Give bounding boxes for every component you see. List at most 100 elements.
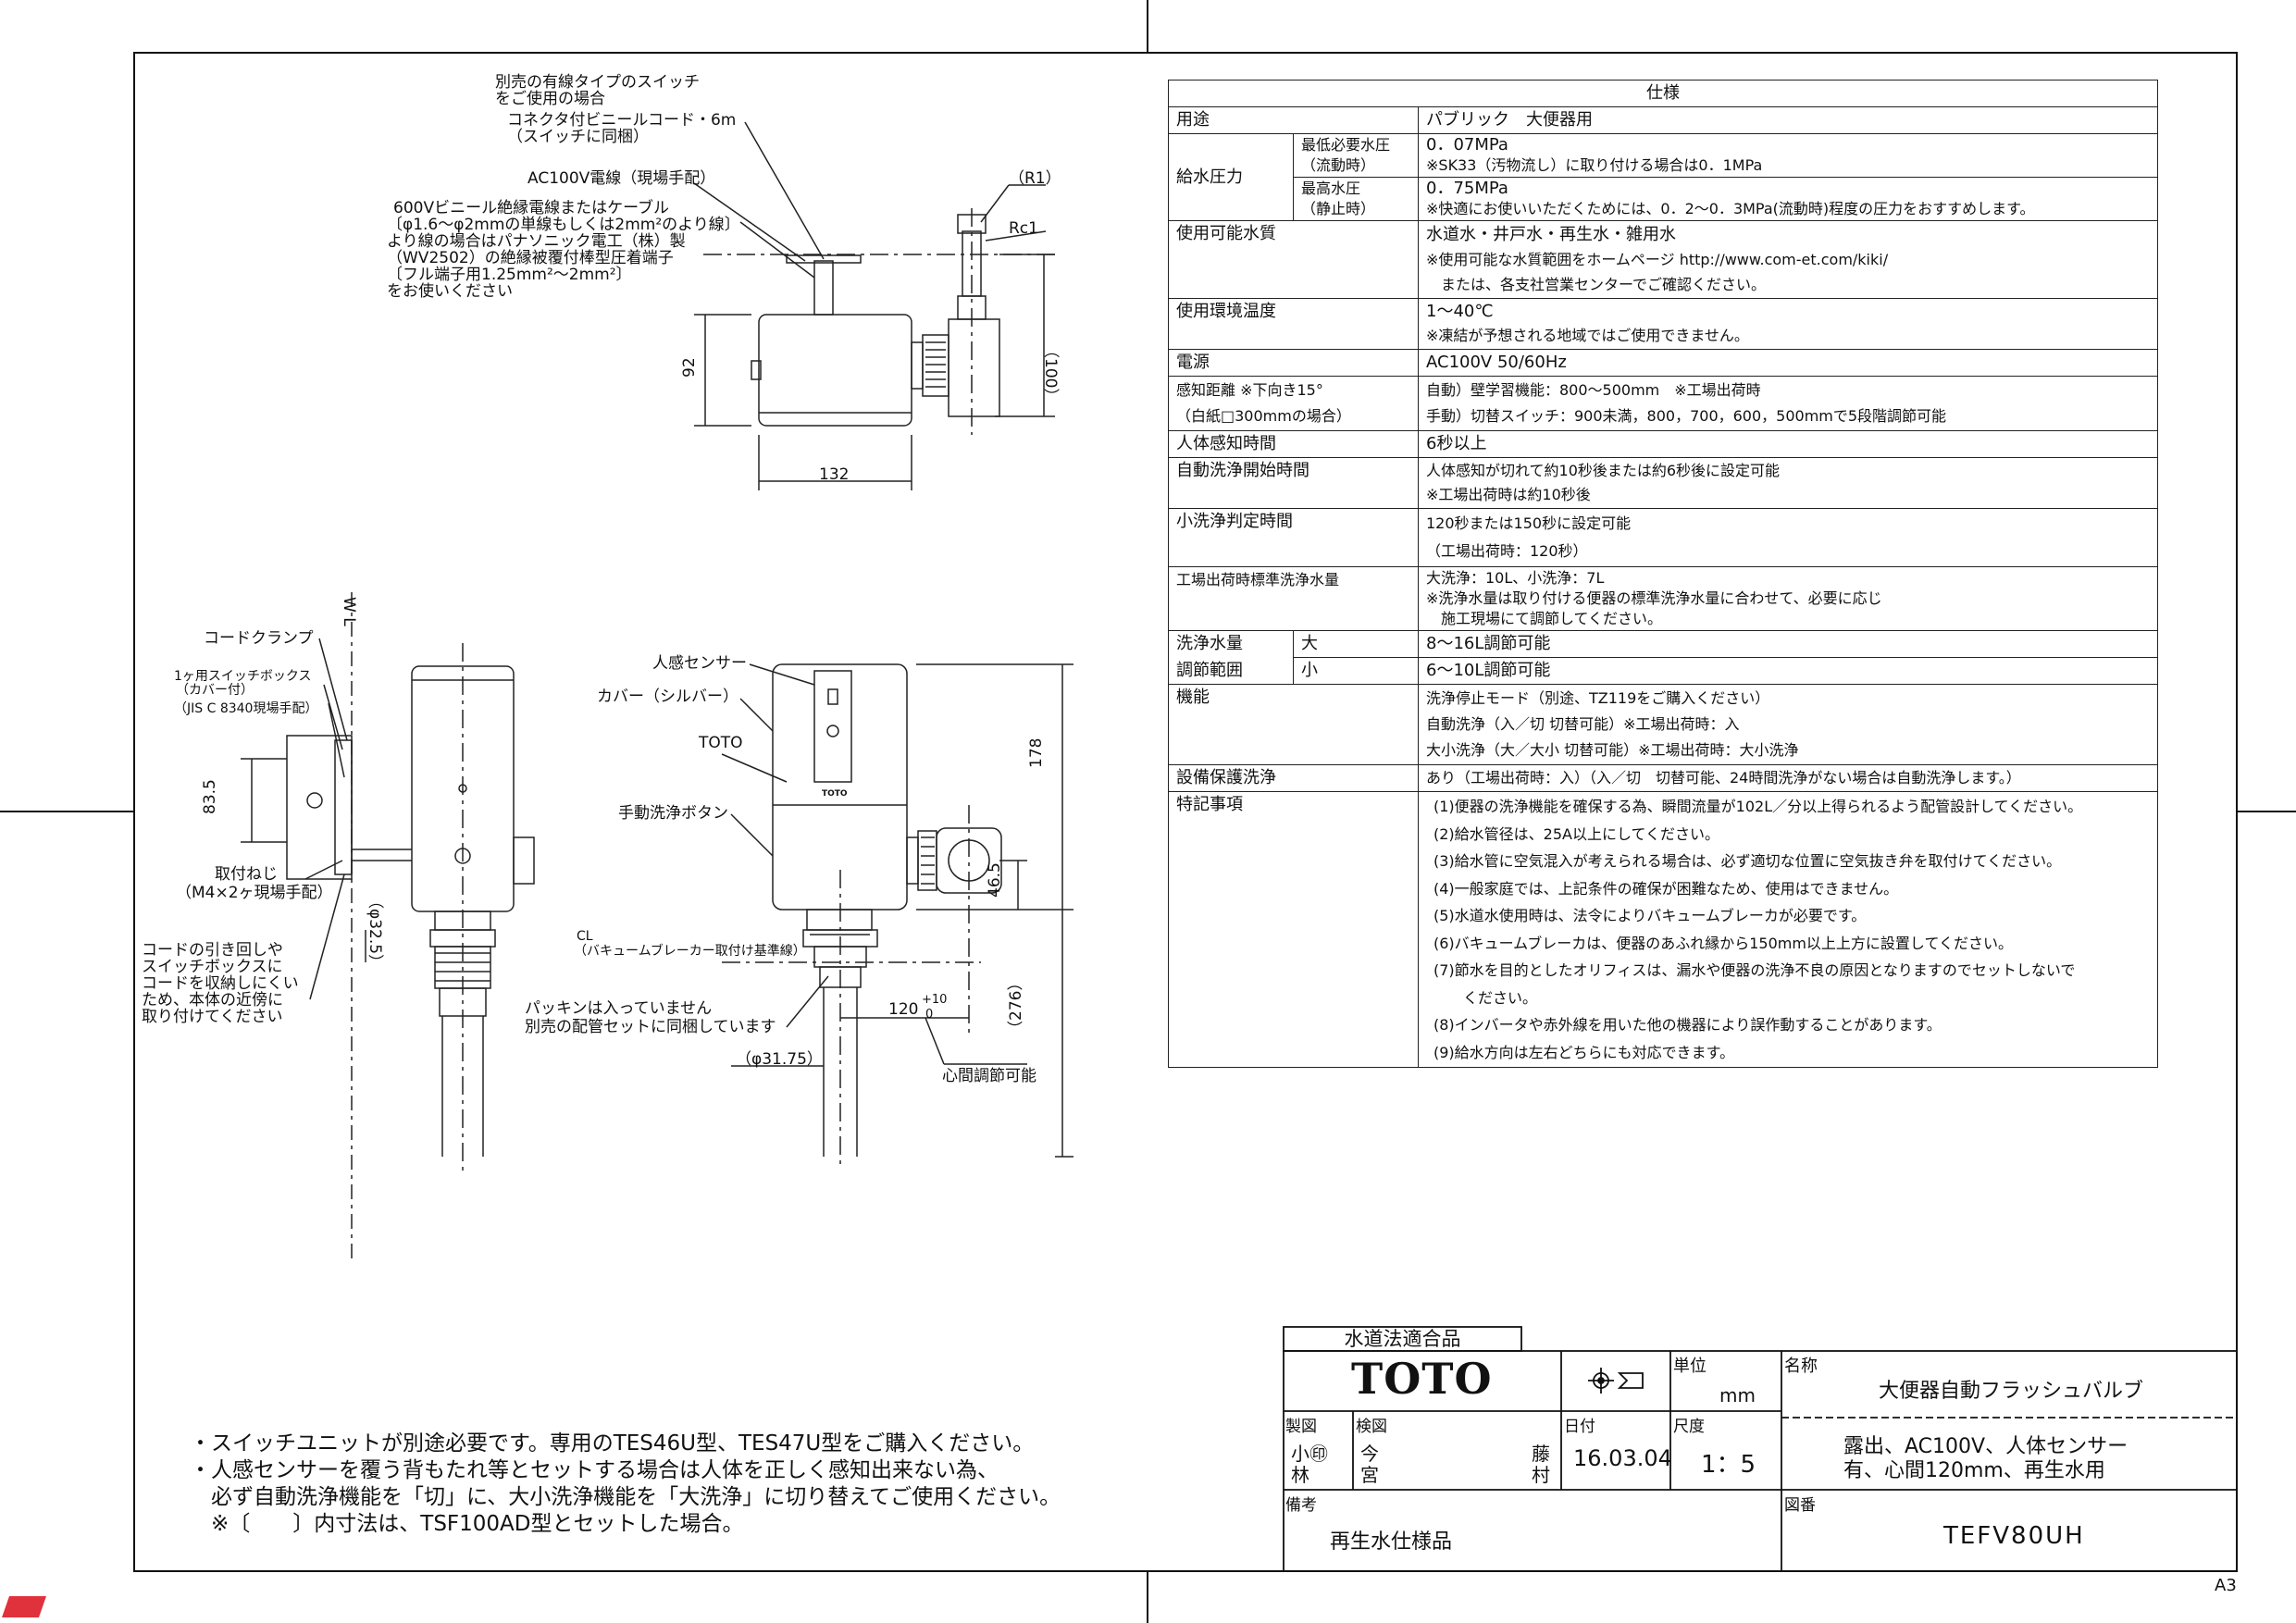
spec-val-small-1: 120秒または150秒に設定可能: [1426, 514, 1632, 532]
spec-val-std-1: 大洗浄：10L、小洗浄：7L: [1426, 569, 1605, 587]
spec-key-pmax-2: （静止時）: [1301, 200, 1376, 217]
bottom-notes: ・スイッチユニットが別途必要です。専用のTES46U型、TES47U型をご購入く…: [190, 1431, 1061, 1538]
packing-note-line-1: パッキンは入っていません: [525, 999, 712, 1018]
bottom-note-4: ※〔 〕内寸法は、TSF100AD型とセットした場合。: [190, 1512, 744, 1536]
spec-val-power: AC100V 50/60Hz: [1418, 349, 2158, 377]
switch-note-line-2: をご使用の場合: [495, 89, 605, 108]
remark-key: 備考: [1285, 1496, 1317, 1515]
spec-note-5: (5)水道水使用時は、法令によりバキュームブレーカが必要です。: [1433, 907, 1867, 924]
spec-key-human: 人体感知時間: [1168, 430, 1419, 458]
spec-val-auto-2: ※工場出荷時は約10秒後: [1426, 486, 1591, 503]
spec-key-pressure: 給水圧力: [1168, 133, 1294, 221]
dim-100: （100）: [1041, 342, 1060, 403]
spec-val-func-3: 大小洗浄（大／大小 切替可能）※工場出荷時：大小洗浄: [1426, 741, 1799, 759]
side-note-line-3: コードを収納しにくい: [142, 974, 299, 993]
dim-120-tol-zero: 0: [925, 1008, 933, 1022]
spec-val-volume-big: 8～16L調節可能: [1418, 630, 2158, 658]
side-note-line-5: 取り付けてください: [142, 1008, 283, 1026]
r1-label: （R1）: [1009, 169, 1061, 188]
spec-val-dist-1: 自動）壁学習機能：800～500mm ※工場出荷時: [1426, 381, 1761, 399]
dim-83-5: 83.5: [201, 779, 219, 814]
cable-note-line-4: （WV2502）の絶縁被覆付棒型圧着端子: [387, 249, 674, 267]
toto-label: TOTO: [698, 734, 743, 752]
cord-note-line-2: （スイッチに同梱）: [507, 128, 649, 146]
check-key: 検図: [1356, 1418, 1387, 1436]
description-line-1: 露出、AC100V、人体センサー: [1843, 1435, 2128, 1458]
dim-46-5: 46.5: [986, 862, 1004, 898]
manual-button-label: 手動洗浄ボタン: [618, 804, 728, 823]
spec-val-protect: あり（工場出荷時：入）（入／切 切替可能、24時間洗浄がない場合は自動洗浄します…: [1418, 764, 2158, 792]
toto-logo: TOTO: [1351, 1354, 1493, 1404]
cord-clamp-label: コードクランプ: [204, 629, 314, 648]
sheet-size-label: A3: [2215, 1576, 2237, 1595]
spec-note-6: (6)バキュームブレーカは、便器のあふれ縁から150mm以上上方に設置してくださ…: [1433, 934, 2013, 952]
front-view-logo: TOTO: [822, 789, 848, 799]
spec-key-auto: 自動洗浄開始時間: [1168, 457, 1419, 509]
side-note-line-1: コードの引き回しや: [142, 941, 283, 960]
spec-key-dist-1: 感知距離 ※下向き15°: [1176, 381, 1323, 399]
bottom-note-3: 必ず自動洗浄機能を「切」に、大小洗浄機能を「大洗浄」に切り替えてご使用ください。: [190, 1485, 1061, 1509]
spec-key-volume-2: 調節範囲: [1168, 657, 1294, 685]
cord-note-line-1: コネクタ付ビニールコード・6m: [507, 111, 736, 130]
drawn-key: 製図: [1285, 1418, 1317, 1436]
remark-value: 再生水仕様品: [1330, 1530, 1453, 1554]
spec-key-small-judge: 小洗浄判定時間: [1168, 508, 1419, 567]
spec-title: 仕様: [1168, 80, 2158, 107]
spec-val-small-2: （工場出荷時：120秒）: [1426, 542, 1588, 560]
spec-key-water: 使用可能水質: [1168, 220, 1419, 299]
check-value-3: 藤: [1532, 1443, 1550, 1465]
date-value: 16.03.04: [1573, 1445, 1672, 1471]
spec-val-human: 6秒以上: [1418, 430, 2158, 458]
side-note-line-4: ため、本体の近傍に: [142, 991, 283, 1010]
date-key: 日付: [1564, 1418, 1595, 1436]
spec-val-func-1: 洗浄停止モード（別途、TZ119をご購入ください）: [1426, 689, 1770, 707]
spec-val-auto-1: 人体感知が切れて約10秒後または約6秒後に設定可能: [1426, 462, 1781, 479]
spec-key-std-volume: 工場出荷時標準洗浄水量: [1168, 566, 1419, 631]
sensor-label: 人感センサー: [652, 654, 747, 673]
spec-val-volume-small: 6～10L調節可能: [1418, 657, 2158, 685]
spec-note-7: (7)節水を目的としたオリフィスは、漏水や便器の洗浄不良の原因となりますのでセッ…: [1433, 961, 2076, 979]
top-view-drawing: [693, 121, 1055, 490]
center-adjust-label: 心間調節可能: [942, 1067, 1036, 1085]
dim-120: 120: [888, 1000, 918, 1019]
packing-note-line-2: 別売の配管セットに同梱しています: [525, 1018, 776, 1036]
dim-92: 92: [680, 357, 699, 378]
dim-120-tol-plus: +10: [922, 993, 947, 1007]
spec-key-pmin-2: （流動時）: [1301, 156, 1376, 174]
switch-note-line-1: 別売の有線タイプのスイッチ: [495, 73, 700, 92]
drawn-value-2: 林: [1291, 1464, 1309, 1486]
spec-key-dist-2: （白紙□300mmの場合）: [1176, 407, 1351, 425]
spec-val-func-2: 自動洗浄（入／切 切替可能）※工場出荷時：入: [1426, 715, 1740, 733]
dim-276: （276）: [1007, 975, 1025, 1036]
dim-132: 132: [819, 465, 849, 484]
spec-note-4: (4)一般家庭では、上記条件の確保が困難なため、使用はできません。: [1433, 879, 1899, 898]
top-view-labels: 別売の有線タイプのスイッチ をご使用の場合 コネクタ付ビニールコード・6m （ス…: [387, 73, 1061, 484]
drawn-value-1: 小㊞: [1291, 1443, 1328, 1465]
switch-box-line-3: （JIS C 8340現場手配）: [174, 701, 317, 716]
spec-val-pmin-2: ※SK33（汚物流し）に取り付ける場合は0．1MPa: [1426, 156, 1763, 174]
dim-178: 178: [1027, 738, 1046, 768]
spec-key-notes: 特記事項: [1168, 791, 1419, 1068]
spec-val-water-2: ※使用可能な水質範囲をホームページ http://www.com-et.com/…: [1426, 251, 1889, 268]
bottom-note-2: ・人感センサーを覆う背もたれ等とセットする場合は人体を正しく感知出来ない為、: [190, 1458, 999, 1482]
spec-key-pmax-1: 最高水圧: [1301, 180, 1361, 197]
spec-key-pmin-1: 最低必要水圧: [1301, 136, 1391, 154]
cable-note-line-3: より線の場合はパナソニック電工（株）製: [387, 232, 686, 251]
check-value-4: 村: [1532, 1464, 1550, 1486]
dim-32-5: （φ32.5）: [366, 893, 384, 970]
front-view-labels: 人感センサー カバー（シルバー） TOTO 手動洗浄ボタン CL （バキュームブ…: [525, 654, 1046, 1085]
side-view-labels: W L コードクランプ 1ヶ用スイッチボックス （カバー付） （JIS C 83…: [142, 597, 384, 1026]
spec-val-pmin-1: 0．07MPa: [1426, 135, 1508, 155]
spec-val-pmax-1: 0．75MPa: [1426, 179, 1508, 198]
cable-note-line-6: をお使いください: [387, 281, 513, 301]
cover-label: カバー（シルバー）: [597, 688, 738, 706]
screw-label-line-2: （M4×2ヶ現場手配）: [176, 884, 333, 902]
switch-box-line-2: （カバー付）: [176, 683, 254, 698]
side-note-line-2: スイッチボックスに: [142, 958, 283, 976]
corner-logo-mark: [2, 1596, 46, 1617]
spec-key-volume-big: 大: [1293, 630, 1419, 658]
drawing-number-value: TEFV80UH: [1943, 1522, 2085, 1550]
screw-label-line-1: 取付ねじ: [215, 865, 278, 884]
spec-val-use: パブリック 大便器用: [1418, 106, 2158, 134]
